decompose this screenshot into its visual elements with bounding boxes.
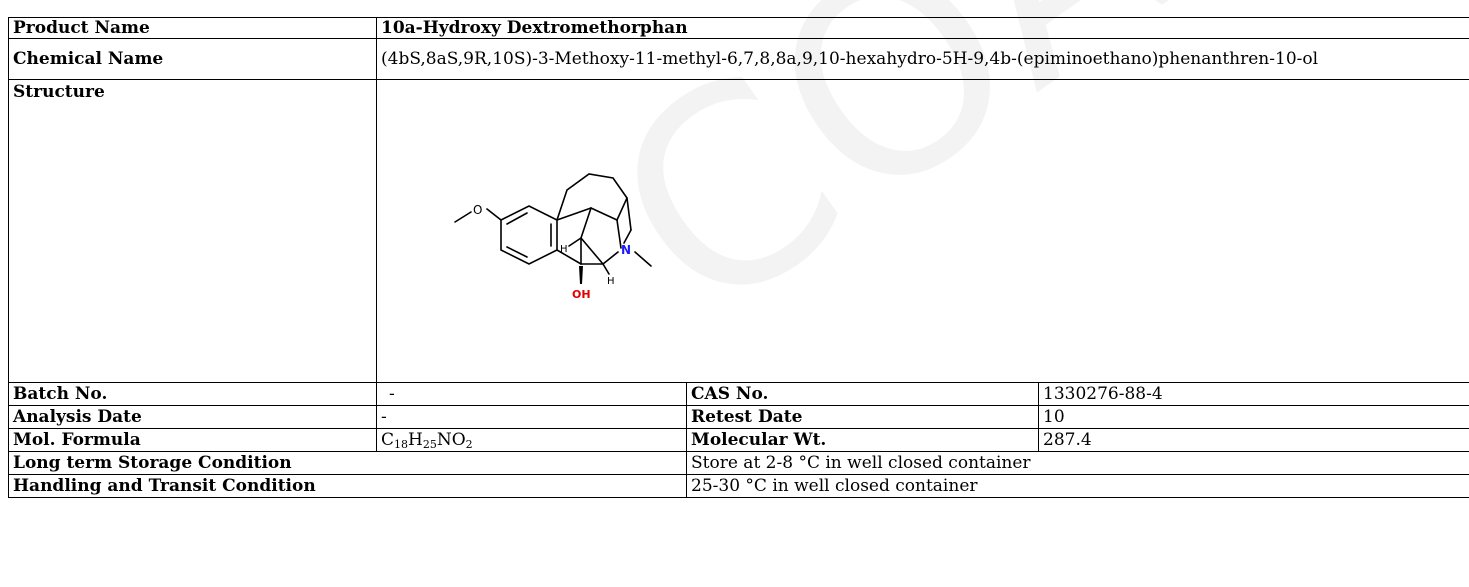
chemical-name-value: (4bS,8aS,9R,10S)-3-Methoxy-11-methyl-6,7… (376, 38, 1469, 80)
storage-label: Long term Storage Condition (8, 451, 687, 475)
handling-label: Handling and Transit Condition (8, 474, 687, 498)
formula-no: NO (436, 430, 466, 450)
atom-nitrogen-label: N (621, 243, 631, 257)
atom-hydrogen-1-label: H (560, 244, 568, 255)
structure-label-text: Structure (13, 82, 105, 102)
row-chemical-name: Chemical Name (4bS,8aS,9R,10S)-3-Methoxy… (8, 38, 1469, 80)
product-name-label: Product Name (8, 17, 377, 39)
row-structure: Structure (8, 79, 1469, 383)
retest-date-value: 10 (1038, 405, 1469, 429)
batch-label: Batch No. (8, 382, 377, 406)
batch-value: - (376, 382, 687, 406)
analysis-date-value: - (376, 405, 687, 429)
storage-value: Store at 2-8 °C in well closed container (686, 451, 1469, 475)
structure-cell: O N OH H H (376, 79, 1469, 383)
atom-oxygen-label: O (473, 203, 482, 217)
analysis-date-label: Analysis Date (8, 405, 377, 429)
atom-hydrogen-2-label: H (607, 276, 615, 287)
structure-image: O N OH H H (381, 81, 1467, 381)
formula-c: C (381, 430, 395, 450)
row-mol-formula: Mol. Formula C18H25NO2 Molecular Wt. 287… (8, 428, 1469, 452)
mol-formula-value: C18H25NO2 (376, 428, 687, 452)
formula-c-count: 18 (394, 438, 409, 451)
product-name-value: 10a-Hydroxy Dextromethorphan (376, 17, 1469, 39)
mol-wt-label: Molecular Wt. (686, 428, 1039, 452)
cas-value: 1330276-88-4 (1038, 382, 1469, 406)
row-handling: Handling and Transit Condition 25-30 °C … (8, 474, 1469, 498)
mol-wt-value: 287.4 (1038, 428, 1469, 452)
row-product-name: Product Name 10a-Hydroxy Dextromethorpha… (8, 17, 1469, 39)
chemical-name-text: (4bS,8aS,9R,10S)-3-Methoxy-11-methyl-6,7… (381, 49, 1319, 69)
retest-date-label: Retest Date (686, 405, 1039, 429)
structure-label: Structure (8, 79, 377, 383)
molecule-structure: O N OH H H (454, 173, 652, 301)
coa-table: Product Name 10a-Hydroxy Dextromethorpha… (8, 17, 1469, 498)
row-analysis-date: Analysis Date - Retest Date 10 (8, 405, 1469, 429)
formula-h: H (408, 430, 423, 450)
row-storage: Long term Storage Condition Store at 2-8… (8, 451, 1469, 475)
mol-formula-label: Mol. Formula (8, 428, 377, 452)
handling-value: 25-30 °C in well closed container (686, 474, 1469, 498)
row-batch: Batch No. - CAS No. 1330276-88-4 (8, 382, 1469, 406)
chemical-name-label: Chemical Name (8, 38, 377, 80)
cas-label: CAS No. (686, 382, 1039, 406)
atom-hydroxyl-label: OH (572, 288, 591, 301)
formula-h-count: 25 (422, 438, 437, 451)
formula-o-count: 2 (465, 438, 473, 451)
